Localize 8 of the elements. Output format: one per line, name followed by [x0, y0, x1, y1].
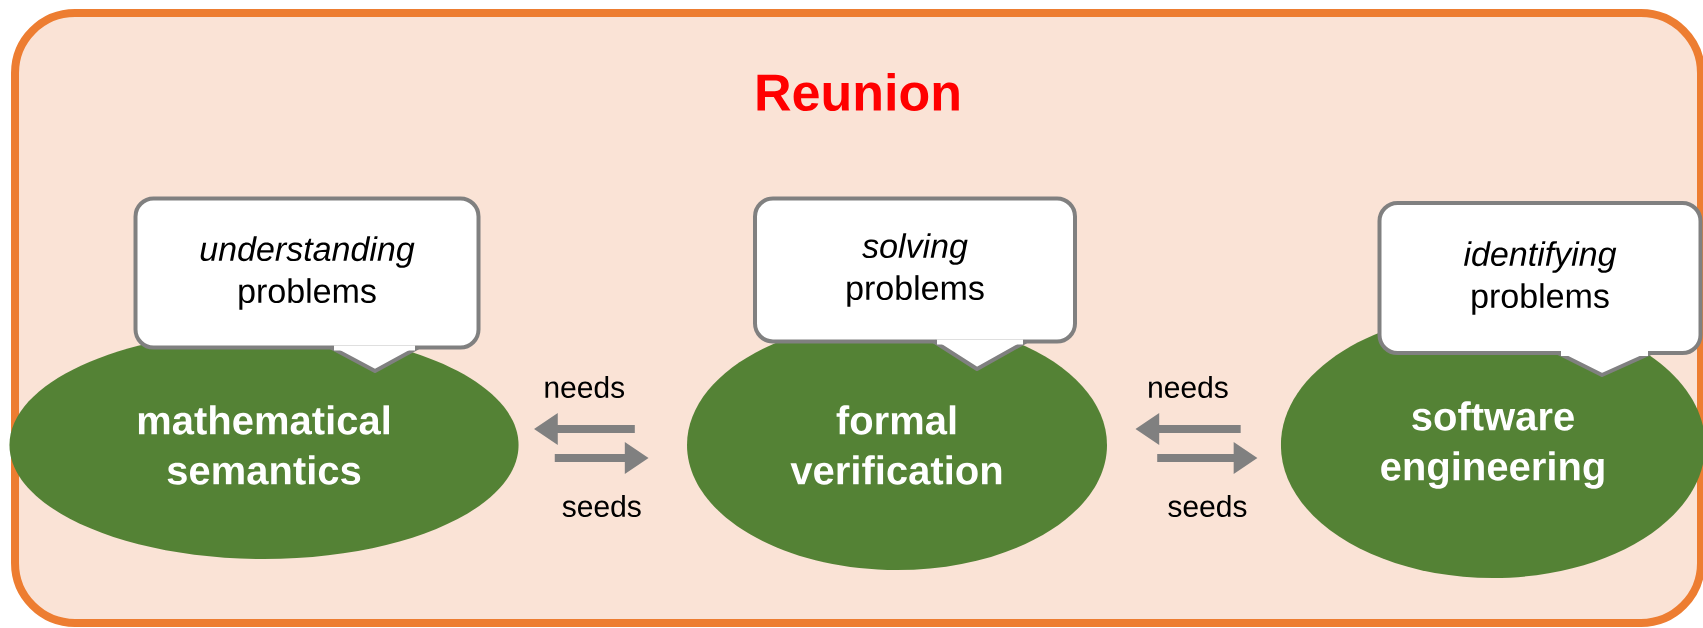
edge-label: seeds: [1168, 495, 1247, 517]
speech-bubble: solving problems: [753, 196, 1077, 371]
speech-bubble: identifying problems: [1377, 201, 1703, 377]
speech-bubble: understanding problems: [133, 196, 481, 373]
edge-label: needs: [1149, 376, 1228, 398]
title: Reunion: [757, 72, 959, 112]
edge-label: seeds: [562, 495, 641, 517]
edge-label: needs: [545, 376, 625, 398]
